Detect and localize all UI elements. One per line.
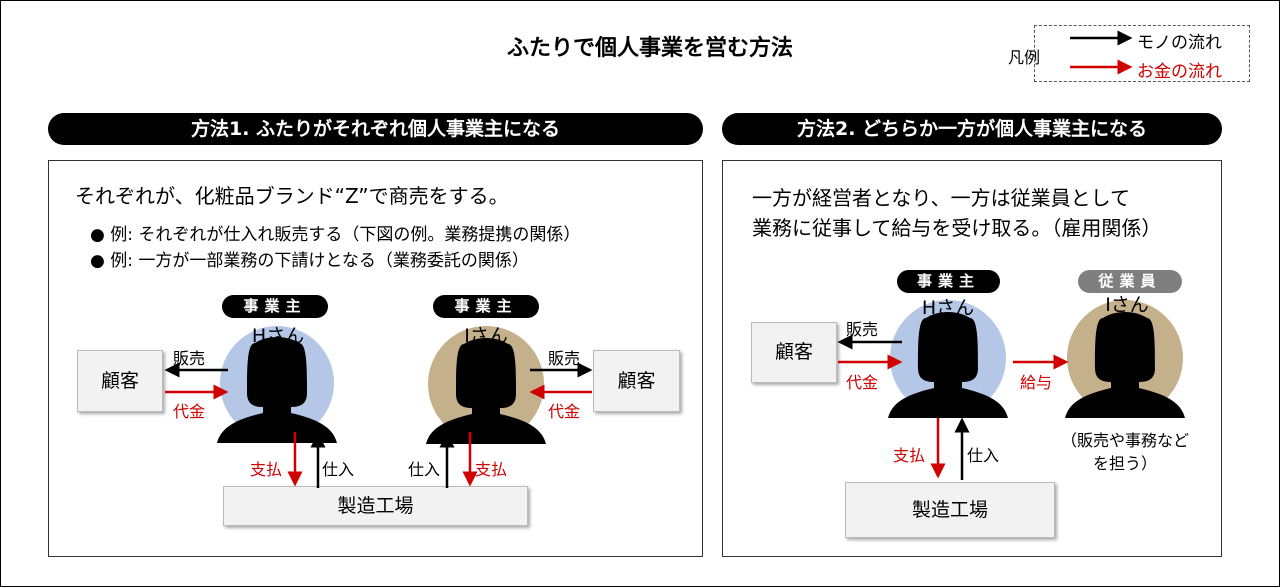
- sell-label: 販売: [548, 349, 581, 368]
- payment-label: 代金: [548, 402, 581, 421]
- pay-label: 支払: [475, 460, 508, 479]
- method1-header: 方法1. ふたりがそれぞれ個人事業主になる: [48, 113, 703, 145]
- person-silhouette-icon: [1065, 312, 1185, 418]
- method1-bullet: ● 例: 一方が一部業務の下請けとなる（業務委託の関係）: [90, 251, 529, 271]
- sell-label: 販売: [173, 349, 206, 368]
- legend-label: 凡例: [1008, 48, 1041, 67]
- customer-box: 顧客: [751, 322, 837, 383]
- method2-description-line: 業務に従事して給与を受け取る。（雇用関係）: [752, 216, 1162, 240]
- legend-box: [1034, 25, 1250, 82]
- purchase-label: 仕入: [967, 446, 1000, 465]
- person-i-name: Iさん: [1105, 294, 1149, 316]
- payment-label: 代金: [846, 373, 879, 392]
- method1-bullet: ● 例: それぞれが仕入れ販売する（下図の例。業務提携の関係）: [90, 225, 581, 245]
- factory-box-2: 製造工場: [845, 482, 1055, 538]
- method2-header: 方法2. どちらか一方が個人事業主になる: [722, 113, 1222, 145]
- person-h-name: Hさん: [921, 297, 975, 319]
- method2-panel: [722, 160, 1222, 557]
- person-silhouette-icon: [217, 337, 337, 443]
- employee-badge: 従業員: [1078, 270, 1182, 293]
- legend-goods: モノの流れ: [1137, 33, 1222, 53]
- purchase-label: 仕入: [408, 460, 441, 479]
- owner-badge-i: 事業主: [433, 295, 539, 318]
- owner-badge: 事業主: [897, 270, 1000, 293]
- role-note: （販売や事務など: [1060, 431, 1189, 450]
- person-silhouette-icon: [888, 312, 1008, 418]
- customer-box-right: 顧客: [593, 350, 680, 412]
- method1-description: それぞれが、化粧品ブランド“Z”で商売をする。: [75, 184, 509, 208]
- method1-panel: [48, 160, 703, 557]
- payment-label: 代金: [173, 402, 206, 421]
- pay-label: 支払: [250, 460, 283, 479]
- page-title: ふたりで個人事業を営む方法: [506, 36, 793, 61]
- salary-label: 給与: [1020, 373, 1053, 392]
- legend-money: お金の流れ: [1137, 62, 1222, 82]
- customer-box-left: 顧客: [77, 350, 163, 412]
- purchase-label: 仕入: [322, 460, 355, 479]
- method2-description-line: 一方が経営者となり、一方は従業員として: [752, 186, 1130, 210]
- pay-label: 支払: [893, 446, 926, 465]
- sell-label: 販売: [846, 320, 879, 339]
- owner-badge-h: 事業主: [222, 295, 328, 318]
- role-note: を担う）: [1092, 454, 1157, 473]
- factory-box-1: 製造工場: [223, 486, 528, 526]
- person-silhouette-icon: [426, 338, 546, 444]
